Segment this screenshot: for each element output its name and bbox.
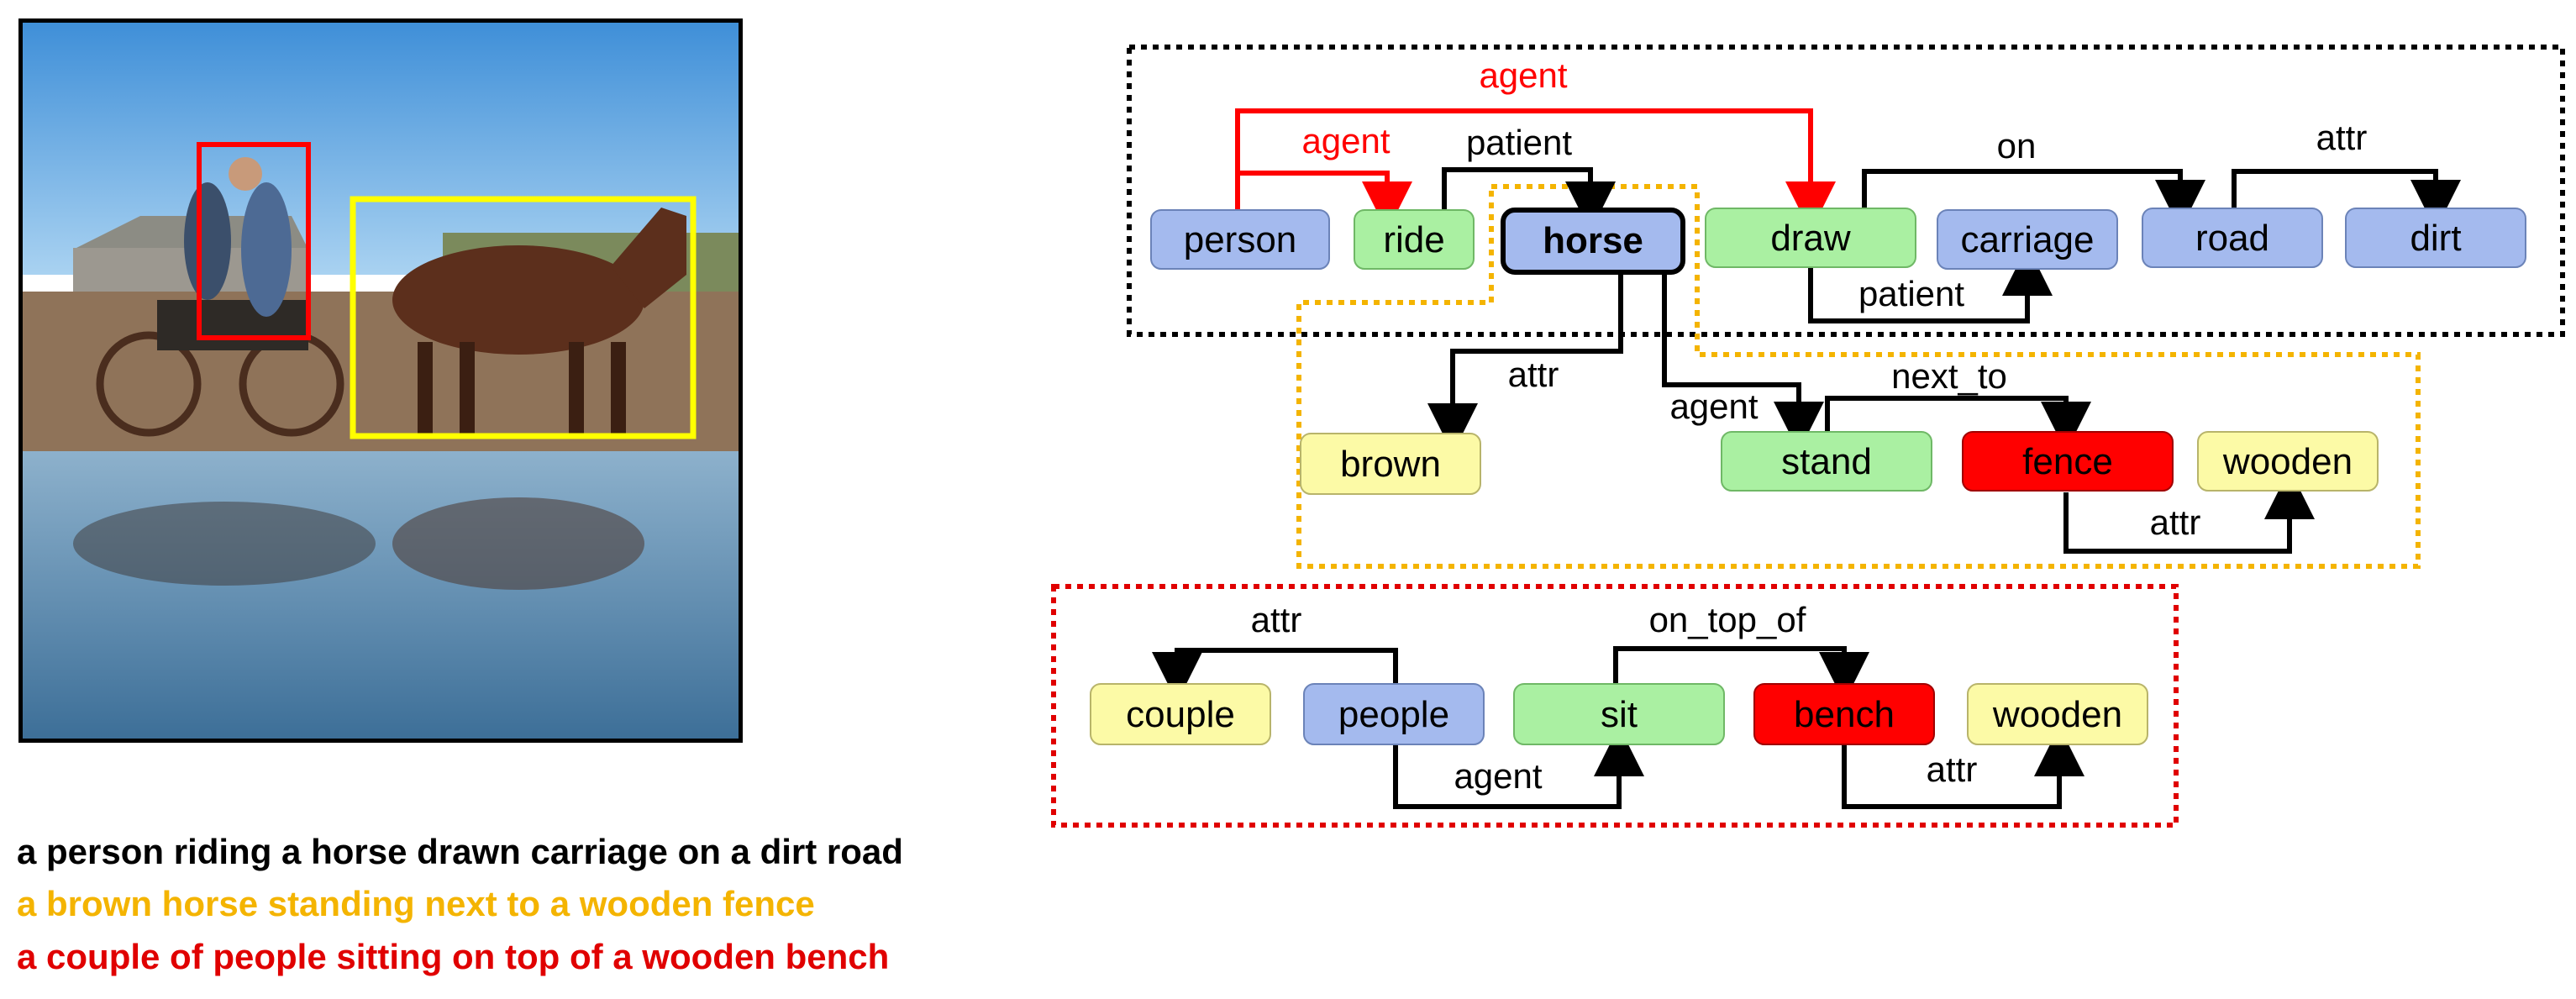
group-caption-1 xyxy=(1127,45,2565,337)
edge-person-ride xyxy=(1235,171,1412,232)
horse-neck xyxy=(611,208,686,308)
edge-label-people-sit: agent xyxy=(1454,756,1542,796)
node-wooden-label: wooden xyxy=(2222,441,2353,482)
edge-label-ride-horse: patient xyxy=(1466,123,1572,162)
node-wooden-fence-attr: wooden xyxy=(2197,431,2379,492)
edge-horse-brown xyxy=(1427,274,1623,454)
caption-1: a person riding a horse drawn carriage o… xyxy=(17,832,903,871)
edge-people-couple xyxy=(1152,648,1398,702)
edge-stand-fence xyxy=(1825,396,2091,452)
node-people-label: people xyxy=(1338,694,1449,735)
node-bench: bench xyxy=(1753,683,1935,745)
horse-leg xyxy=(460,342,475,434)
node-fence-label: fence xyxy=(2022,441,2113,482)
edge-label-road-dirt: attr xyxy=(2316,118,2368,157)
node-bench-label: bench xyxy=(1794,694,1895,735)
node-people: people xyxy=(1303,683,1485,745)
horse-leg xyxy=(418,342,433,434)
edge-road-dirt xyxy=(2232,169,2461,230)
edge-label-horse-brown: attr xyxy=(1508,355,1559,394)
edge-person-draw xyxy=(1235,108,1836,232)
node-stand-label: stand xyxy=(1781,441,1872,482)
horse-reflection xyxy=(392,497,644,590)
node-couple-label: couple xyxy=(1126,694,1235,735)
carriage-body xyxy=(157,300,308,350)
caption-3: a couple of people sitting on top of a w… xyxy=(17,937,890,976)
edge-horse-stand xyxy=(1662,274,1824,452)
edge-draw-road xyxy=(1862,169,2205,230)
group-caption-2 xyxy=(1296,184,2421,569)
node-road-label: road xyxy=(2195,218,2269,259)
edge-ride-horse xyxy=(1442,167,1616,232)
node-person-label: person xyxy=(1184,219,1297,260)
rider-head xyxy=(229,157,262,191)
person-bounding-box xyxy=(197,142,311,340)
edge-label-draw-road: on xyxy=(1997,126,2037,166)
edge-label-fence-wooden: attr xyxy=(2150,502,2201,542)
edge-label-stand-fence: next_to xyxy=(1891,356,2007,396)
node-brown: brown xyxy=(1300,433,1481,495)
node-wooden-bench-attr: wooden xyxy=(1967,683,2148,745)
photo xyxy=(18,18,743,743)
rider xyxy=(184,182,231,300)
node-horse-label: horse xyxy=(1543,220,1643,261)
node-sit-label: sit xyxy=(1601,694,1638,735)
node-sit: sit xyxy=(1513,683,1725,745)
node-dirt: dirt xyxy=(2345,208,2526,268)
horse-leg xyxy=(611,342,626,434)
edge-label-draw-carriage: patient xyxy=(1858,274,1964,313)
carriage-wheel xyxy=(96,331,202,437)
node-draw-label: draw xyxy=(1770,218,1851,259)
node-wooden-label: wooden xyxy=(1992,694,2122,735)
horse xyxy=(392,245,644,355)
horse-bounding-box xyxy=(350,196,697,439)
edge-label-horse-stand: agent xyxy=(1669,386,1758,426)
node-stand: stand xyxy=(1721,431,1932,492)
node-person: person xyxy=(1150,209,1330,270)
puddle xyxy=(23,451,739,739)
node-draw: draw xyxy=(1705,208,1916,268)
edge-draw-carriage xyxy=(1808,245,2053,323)
edge-fence-wooden xyxy=(2063,469,2315,554)
node-dirt-label: dirt xyxy=(2410,218,2461,259)
edge-bench-wooden xyxy=(1842,726,2084,809)
horse-carriage-photo xyxy=(23,23,739,739)
carriage-reflection xyxy=(73,502,376,586)
rider xyxy=(241,182,292,317)
edge-label-person-draw: agent xyxy=(1479,55,1567,95)
horse-leg xyxy=(569,342,584,434)
node-horse: horse xyxy=(1501,208,1685,275)
edge-label-people-couple: attr xyxy=(1251,600,1302,639)
edge-label-sit-bench: on_top_of xyxy=(1649,600,1806,639)
node-couple: couple xyxy=(1090,683,1271,745)
node-road: road xyxy=(2142,208,2323,268)
edge-people-sit xyxy=(1393,726,1644,809)
node-brown-label: brown xyxy=(1340,444,1441,485)
edge-label-bench-wooden: attr xyxy=(1927,749,1978,789)
node-fence: fence xyxy=(1962,431,2174,492)
node-ride: ride xyxy=(1354,209,1475,270)
edge-label-person-ride: agent xyxy=(1301,121,1390,160)
edge-sit-bench xyxy=(1613,646,1869,702)
caption-2: a brown horse standing next to a wooden … xyxy=(17,884,815,923)
group-caption-3 xyxy=(1051,584,2179,828)
node-carriage: carriage xyxy=(1937,209,2118,270)
node-carriage-label: carriage xyxy=(1961,219,2095,260)
node-ride-label: ride xyxy=(1383,219,1444,260)
